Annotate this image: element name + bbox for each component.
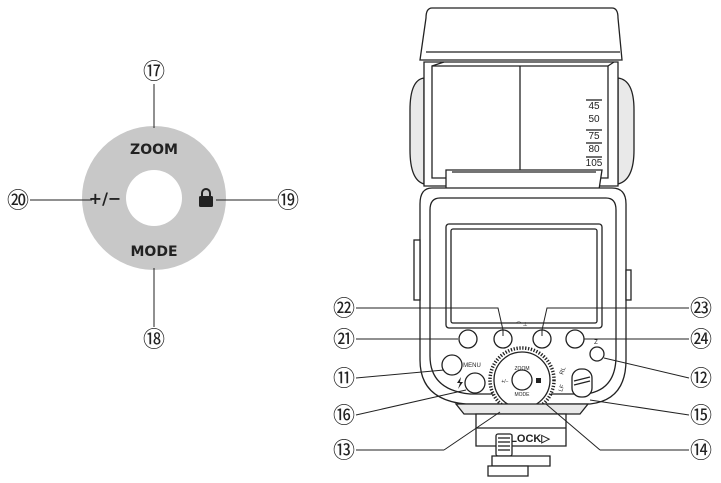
- lock-icon: [199, 188, 213, 207]
- flash-head-right-lobe: [617, 77, 635, 185]
- dial-mode-small: MODE: [515, 392, 531, 398]
- menu-button[interactable]: [441, 354, 463, 376]
- function-button-1[interactable]: [458, 329, 478, 349]
- flash-unit: 45 50 75 80 105 ⌒ ⊥ MENU: [409, 7, 635, 477]
- test-flash-button[interactable]: [464, 372, 486, 394]
- bolt-icon: [457, 377, 463, 389]
- svg-text:⌒ ⊥: ⌒ ⊥: [516, 322, 527, 328]
- zoom-scale: 45 50 75 80 105: [586, 101, 603, 169]
- svg-text:105: 105: [586, 158, 603, 169]
- function-button-4[interactable]: [565, 329, 585, 349]
- dial-center: [126, 170, 182, 226]
- dial-zoom-small: ZOOM: [515, 366, 530, 372]
- callout-15: ⑮: [690, 403, 712, 428]
- lcd-screen: [445, 223, 603, 329]
- set-button[interactable]: [589, 346, 605, 362]
- flash-head-top: [419, 7, 623, 61]
- dial-mode-label: MODE: [130, 244, 177, 260]
- callout-20: ⑳: [7, 188, 29, 213]
- callout-lines: [355, 307, 690, 451]
- callout-18: ⑱: [143, 327, 165, 352]
- dial-plus-minus-label: +/−: [89, 189, 122, 208]
- svg-text:Z: Z: [594, 340, 598, 346]
- callout-16: ⑯: [333, 403, 355, 428]
- callout-24: ㉔: [690, 327, 712, 352]
- lock-knob[interactable]: [495, 433, 513, 457]
- control-dial[interactable]: [488, 346, 556, 414]
- dial-closeup: ZOOM MODE +/− ⑰ ⑱ ⑲ ⑳: [7, 59, 299, 352]
- svg-text:50: 50: [588, 114, 600, 125]
- callout-numbers: ㉒ ㉓ ㉑ ㉔ ⑪ ⑫ ⑯ ⑮ ⑬ ⑭: [333, 296, 712, 463]
- dial-lock-icon-small: [536, 378, 541, 383]
- dial-zoom-label: ZOOM: [130, 142, 178, 158]
- callout-12: ⑫: [690, 366, 712, 391]
- callout-23: ㉓: [690, 296, 712, 321]
- flash-head-front: [423, 61, 619, 187]
- dial-plus-minus-small: +/−: [501, 379, 508, 385]
- switch-label-rl: RL: [559, 366, 567, 376]
- menu-label: MENU: [463, 363, 481, 369]
- flash-head-left-lobe: [409, 77, 425, 185]
- callout-17: ⑰: [143, 59, 165, 84]
- switch-label-lf: LF: [558, 384, 566, 393]
- callout-14: ⑭: [690, 438, 712, 463]
- callout-13: ⑬: [333, 438, 355, 463]
- lock-switch[interactable]: [571, 368, 593, 398]
- lock-label: LOCK▷: [510, 433, 550, 445]
- callout-19: ⑲: [277, 188, 299, 213]
- callout-11: ⑪: [333, 366, 355, 391]
- callout-21: ㉑: [333, 327, 355, 352]
- svg-text:80: 80: [588, 144, 600, 155]
- svg-text:75: 75: [588, 131, 600, 142]
- callout-22: ㉒: [333, 296, 355, 321]
- svg-text:45: 45: [588, 101, 600, 112]
